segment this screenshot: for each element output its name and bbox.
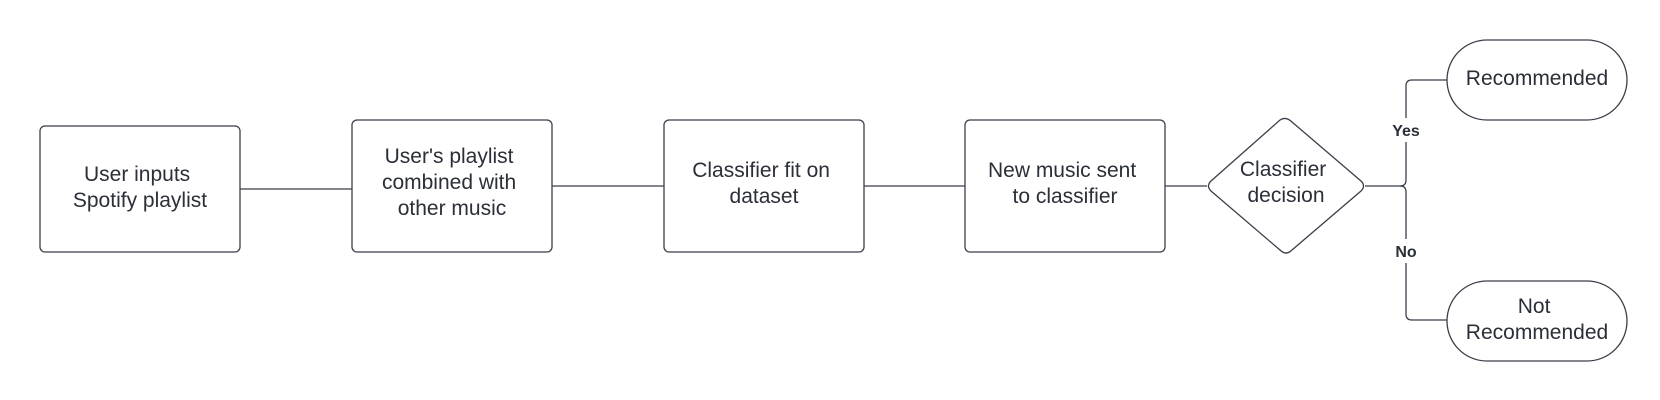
node-new-music-line-2: to classifier <box>1012 185 1117 208</box>
node-recommended-terminal <box>1446 39 1628 121</box>
node-classifier-fit-box <box>663 119 865 253</box>
node-user-inputs-box <box>39 125 241 253</box>
svg-text:Recommended: Recommended <box>1466 67 1608 90</box>
node-not-recommended-line-1: Not <box>1518 295 1551 318</box>
node-classifier-fit-line-1: Classifier fit on <box>692 159 830 182</box>
no-label: No <box>1395 244 1417 261</box>
svg-text:Classifier decision: Classifier decision <box>1240 158 1332 207</box>
node-recommended: Recommended <box>1446 39 1628 121</box>
node-combined-playlist: User's playlist combined with other musi… <box>351 119 553 253</box>
node-user-inputs-line-1: User inputs <box>84 163 190 186</box>
node-combined-playlist-line-2: combined with <box>382 171 516 194</box>
svg-text:User's playlist combined: User's playlist combined with other musi… <box>382 145 522 220</box>
no-label-background <box>1390 239 1422 263</box>
svg-text:Not Recommended: Not Recommended <box>1466 295 1608 344</box>
node-classifier-fit-line-2: dataset <box>730 185 799 208</box>
node-not-recommended-terminal <box>1446 280 1628 362</box>
node-classifier-decision-diamond <box>1207 117 1365 254</box>
svg-text:New music sent to classi: New music sent to classifier <box>988 159 1142 208</box>
node-combined-playlist-line-3: other music <box>398 197 507 220</box>
node-combined-playlist-line-1: User's playlist <box>385 145 514 168</box>
node-not-recommended: Not Recommended <box>1446 280 1628 362</box>
node-classifier-fit: Classifier fit on dataset <box>663 119 865 253</box>
yes-label-background <box>1386 118 1426 142</box>
yes-label: Yes <box>1392 123 1420 140</box>
node-recommended-line-1: Recommended <box>1466 67 1608 90</box>
node-not-recommended-line-2: Recommended <box>1466 321 1608 344</box>
node-new-music: New music sent to classifier <box>964 119 1166 253</box>
node-new-music-line-1: New music sent <box>988 159 1136 182</box>
node-classifier-decision-line-2: decision <box>1247 184 1324 207</box>
node-user-inputs: User inputs Spotify playlist <box>39 125 241 253</box>
node-new-music-box <box>964 119 1166 253</box>
svg-text:User inputs Spotify play: User inputs Spotify playlist <box>73 163 207 212</box>
node-user-inputs-line-2: Spotify playlist <box>73 189 207 212</box>
edge-decision-no-to-not-recommended <box>1399 185 1447 321</box>
svg-text:Classifier fit on datase: Classifier fit on dataset <box>692 159 836 208</box>
node-classifier-decision-line-1: Classifier <box>1240 158 1326 181</box>
node-combined-playlist-box <box>351 119 553 253</box>
node-classifier-decision: Classifier decision <box>1207 117 1365 254</box>
